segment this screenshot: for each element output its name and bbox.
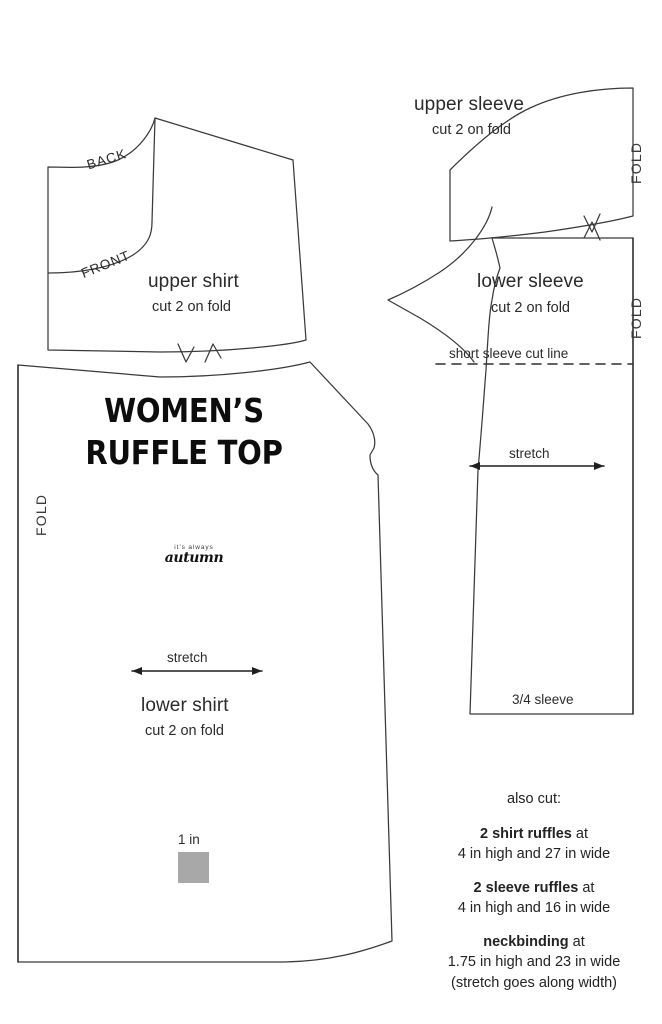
page-title: WOMEN’S RUFFLE TOP (54, 390, 314, 474)
lower-shirt-stretch-label: stretch (167, 650, 208, 665)
upper-shirt-notch-left (177, 343, 195, 363)
lower-sleeve-outline (469, 237, 634, 715)
lower-sleeve-stretch-arrow (469, 462, 605, 470)
upper-sleeve-cut: cut 2 on fold (432, 122, 511, 138)
also-cut-item-sleeve-ruffles: 2 sleeve ruffles at 4 in high and 16 in … (406, 878, 662, 919)
lower-shirt-fold-label: FOLD (33, 493, 49, 536)
upper-shirt-name: upper shirt (148, 271, 239, 292)
also-cut-item-neckbinding: neckbinding at 1.75 in high and 23 in wi… (406, 932, 662, 994)
lower-sleeve-cut: cut 2 on fold (491, 300, 570, 316)
also-cut-heading: also cut: (507, 791, 561, 807)
title-line-1: WOMEN’S (104, 391, 264, 430)
logo-tagline: it’s always (174, 544, 214, 551)
also-cut-block: also cut: 2 shirt ruffles at 4 in high a… (406, 789, 662, 1007)
lower-shirt-outline (17, 361, 393, 963)
neckbinding-dims: 1.75 in high and 23 in wide (447, 954, 621, 971)
lower-shirt-stretch-arrow (131, 667, 263, 675)
lower-sleeve-cap-curve (387, 206, 493, 363)
sleeve-ruffles-dims: 4 in high and 16 in wide (457, 900, 611, 917)
upper-shirt-cut: cut 2 on fold (152, 299, 231, 315)
sleeve-ruffles-qty: 2 sleeve ruffles (473, 879, 579, 896)
neckbinding-qty: neckbinding (483, 933, 569, 950)
lower-sleeve-name: lower sleeve (477, 271, 584, 292)
lower-sleeve-stretch-label: stretch (509, 446, 550, 461)
shirt-ruffles-dims: 4 in high and 27 in wide (457, 846, 611, 863)
upper-shirt-notch-right (204, 343, 222, 363)
upper-sleeve-notch (583, 213, 601, 233)
upper-shirt-shoulder-seam (151, 117, 156, 223)
neckbinding-at: at (568, 933, 585, 950)
lower-shirt-cut: cut 2 on fold (145, 723, 224, 739)
title-line-2: RUFFLE TOP (85, 433, 283, 473)
shirt-ruffles-at: at (571, 825, 588, 842)
short-sleeve-cut-line-label: short sleeve cut line (449, 346, 569, 361)
shirt-ruffles-qty: 2 shirt ruffles (480, 825, 572, 842)
scale-label: 1 in (178, 832, 200, 847)
sleeve-ruffles-at: at (578, 879, 595, 896)
upper-sleeve-outline (449, 87, 634, 242)
scale-square (178, 852, 209, 883)
logo-brand: autumn (164, 549, 224, 566)
upper-shirt-front-neckline (47, 221, 153, 274)
brand-logo: it’s always autumn (144, 544, 244, 566)
neckbinding-note: (stretch goes along width) (450, 975, 618, 992)
upper-sleeve-fold-label: FOLD (628, 141, 644, 184)
three-quarter-sleeve-label: 3/4 sleeve (512, 692, 574, 707)
upper-shirt-outline (47, 117, 307, 353)
also-cut-item-shirt-ruffles: 2 shirt ruffles at 4 in high and 27 in w… (406, 824, 662, 865)
upper-sleeve-name: upper sleeve (414, 94, 524, 115)
lower-sleeve-fold-label: FOLD (628, 296, 644, 339)
lower-sleeve-notch (583, 221, 601, 241)
lower-shirt-name: lower shirt (141, 695, 229, 716)
